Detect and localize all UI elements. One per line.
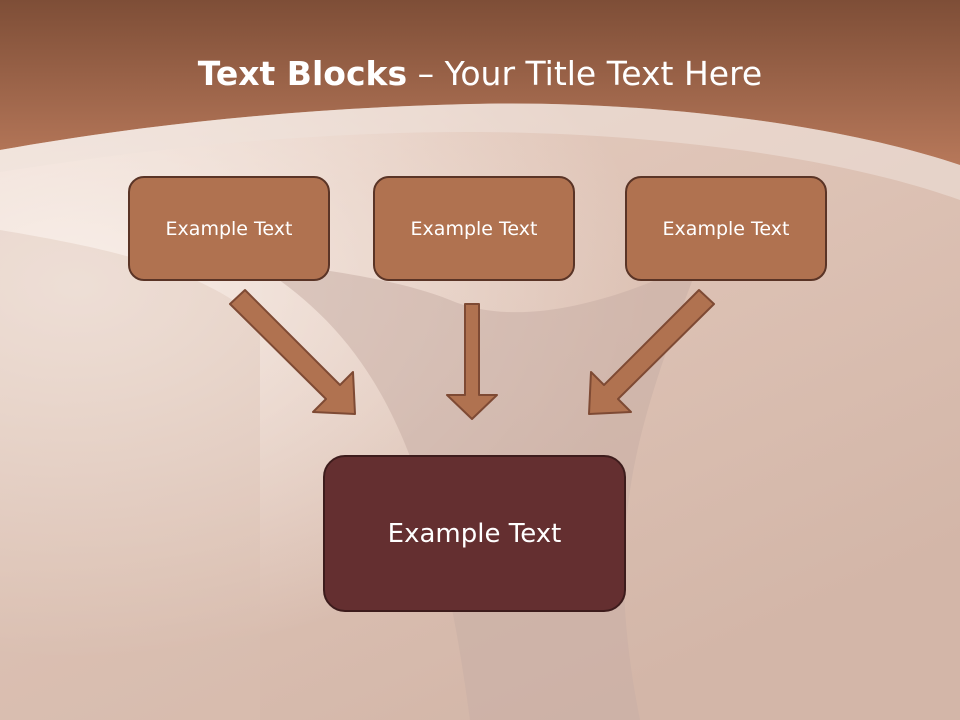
text-block-3: Example Text [625, 176, 827, 281]
text-block-2-label: Example Text [410, 217, 538, 240]
arrow-left-diagonal [229, 289, 356, 415]
title-bold: Text Blocks [197, 54, 408, 93]
title-rest: Your Title Text Here [444, 54, 763, 93]
text-block-2: Example Text [373, 176, 575, 281]
text-block-1: Example Text [128, 176, 330, 281]
result-block-label: Example Text [387, 518, 562, 549]
text-block-1-label: Example Text [165, 217, 293, 240]
title-separator: – [407, 54, 445, 93]
arrow-center-down [446, 303, 498, 420]
slide-title: Text Blocks – Your Title Text Here [0, 52, 960, 96]
text-block-3-label: Example Text [662, 217, 790, 240]
arrow-right-diagonal [588, 289, 715, 415]
result-block: Example Text [323, 455, 626, 612]
